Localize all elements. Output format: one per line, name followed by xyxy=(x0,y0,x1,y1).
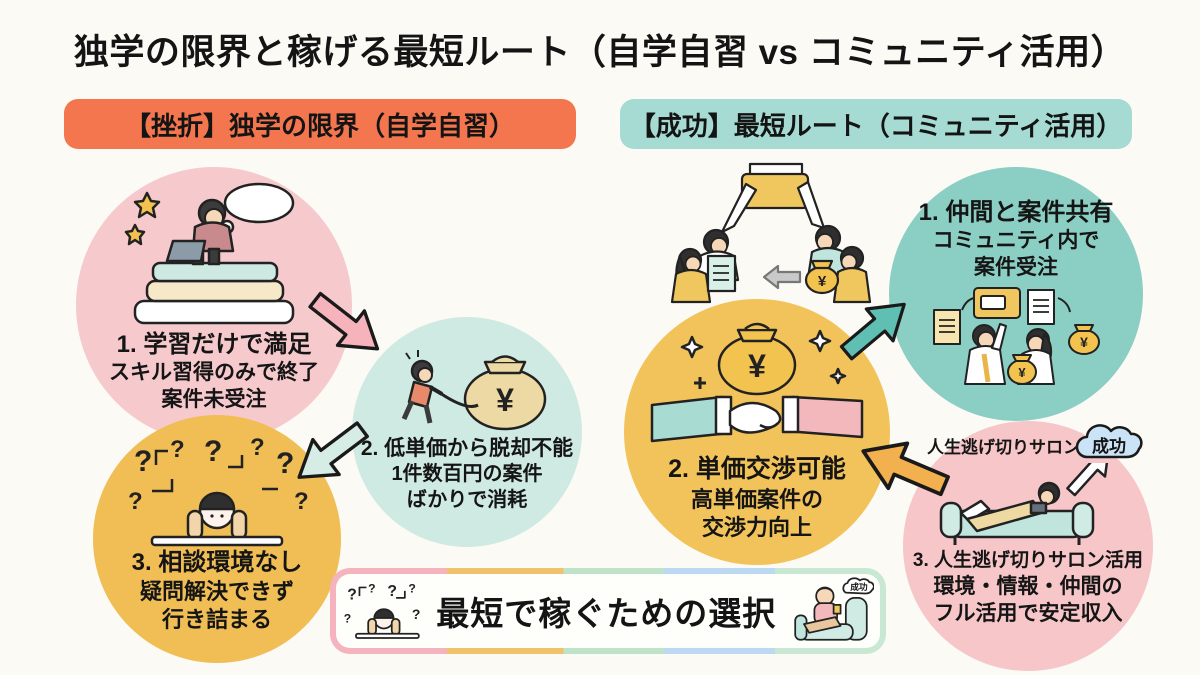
step-line: 行き詰まる xyxy=(161,607,272,633)
svg-text:¥: ¥ xyxy=(748,348,766,384)
cup-icon xyxy=(832,604,842,615)
pointing-man-icon xyxy=(964,322,1007,385)
svg-text:?: ? xyxy=(128,488,143,515)
handshake-icon xyxy=(650,395,864,443)
svg-text:¥: ¥ xyxy=(1080,334,1088,350)
step-title: 3. 人生逃げ切りサロン活用 xyxy=(912,550,1144,571)
svg-text:¥: ¥ xyxy=(496,382,514,418)
team-sharing-illustration: ¥ xyxy=(670,162,872,304)
right-section-header: 【成功】最短ルート（コミュニティ活用） xyxy=(620,99,1132,149)
step-title: 2. 単価交渉可能 xyxy=(668,455,846,483)
step-line: コミュニティ内で xyxy=(932,229,1100,253)
svg-text:?: ? xyxy=(204,435,222,468)
lying-person-icon xyxy=(965,481,1061,533)
step-title: 1. 学習だけで満足 xyxy=(116,331,312,358)
svg-text:?: ? xyxy=(134,445,152,478)
question-marks-icon: ? ? ? ? ? ? xyxy=(344,582,421,626)
step-line: 高単価案件の xyxy=(690,486,823,512)
money-bag-icon: ¥ xyxy=(463,355,547,431)
man-with-money-bag-icon: ¥ xyxy=(804,245,872,304)
study-on-books-illustration xyxy=(124,182,295,325)
step-line: 環境・情報・仲間の xyxy=(933,574,1123,598)
worried-person-illustration: ? ? ? ? ? ? ? xyxy=(128,434,309,547)
money-bag-icon: ¥ xyxy=(1068,323,1100,355)
arrow-step2-to-step3 xyxy=(280,406,381,501)
sparkle-icon xyxy=(680,335,704,359)
woman-with-bag-icon: ¥ xyxy=(1007,327,1055,385)
step-line: 案件受注 xyxy=(974,256,1058,280)
arrow-center-to-share xyxy=(827,281,924,375)
star-icon xyxy=(124,223,146,246)
svg-text:?: ? xyxy=(294,488,309,515)
pulling-person-icon xyxy=(401,350,444,424)
right-step-3-circle: 人生逃げ切りサロン 成功 xyxy=(903,421,1153,671)
bottom-banner: ? ? ? ? ? ? 最短で稼ぐための選択 xyxy=(330,568,886,654)
banner-title: 最短で稼ぐための選択 xyxy=(436,595,777,632)
relaxed-person-icon: 成功 xyxy=(794,577,874,641)
svg-text:?: ? xyxy=(387,583,397,600)
person-with-laptop-icon xyxy=(165,198,235,266)
page-title: 独学の限界と稼げる最短ルート（自学自習 vs コミュニティ活用） xyxy=(73,33,1127,72)
money-bag-icon: ¥ xyxy=(1007,353,1037,385)
money-bag-icon: ¥ xyxy=(717,322,797,396)
right-step-1-circle: 1. 仲間と案件共有 コミュニティ内で 案件受注 xyxy=(889,167,1143,421)
worried-person-icon: ? ? ? ? ? ? xyxy=(344,582,421,639)
svg-text:?: ? xyxy=(412,606,421,622)
step-title: 1. 仲間と案件共有 xyxy=(918,199,1114,226)
folder-icon xyxy=(973,286,1021,319)
left-step-2-circle: ¥ 2. 低単価から脱却不能 1件数百円の案件 ばかりで消耗 xyxy=(352,317,582,547)
salon-label: 人生逃げ切りサロン xyxy=(927,438,1080,457)
step-title: 3. 相談環境なし xyxy=(131,549,303,576)
step-line: 疑問解決できず xyxy=(139,579,294,605)
svg-text:成功: 成功 xyxy=(1092,436,1126,456)
sparkle-icon xyxy=(829,367,847,385)
arrow-step1-to-step2 xyxy=(297,277,398,373)
svg-text:?: ? xyxy=(276,447,294,480)
left-section-header: 【挫折】独学の限界（自学自習） xyxy=(64,99,576,149)
svg-text:?: ? xyxy=(347,587,357,604)
woman-with-document-icon xyxy=(670,247,737,304)
left-step-3-circle: ? ? ? ? ? ? ? xyxy=(93,415,341,663)
bottom-banner-inner: ? ? ? ? ? ? 最短で稼ぐための選択 xyxy=(336,574,880,648)
step-line: ばかりで消耗 xyxy=(406,488,528,511)
book-stack-icon xyxy=(133,261,295,325)
svg-text:¥: ¥ xyxy=(818,273,827,290)
right-step-2-circle: ¥ 2. 単価交渉可能 高単価案件の 交渉力向上 xyxy=(624,299,890,565)
sparkle-icon xyxy=(808,329,832,353)
relaxing-on-couch-illustration xyxy=(939,463,1110,545)
document-icon xyxy=(933,308,961,345)
svg-text:?: ? xyxy=(250,434,265,461)
head-in-hands-icon xyxy=(150,491,284,547)
growth-arrow-icon xyxy=(1066,463,1110,497)
svg-text:?: ? xyxy=(408,582,415,596)
svg-text:?: ? xyxy=(368,582,375,596)
svg-text:?: ? xyxy=(170,436,185,463)
success-cloud-icon: 成功 xyxy=(842,577,874,595)
handshake-money-illustration: ¥ xyxy=(650,322,864,443)
svg-text:成功: 成功 xyxy=(850,581,868,592)
step-line: 1件数百円の案件 xyxy=(391,463,543,486)
step-line: 案件未受注 xyxy=(161,388,267,412)
project-sharing-illustration: ¥ ¥ xyxy=(933,286,1100,385)
question-marks-icon: ? ? ? ? ? ? ? xyxy=(128,434,309,515)
transfer-arrow-icon xyxy=(762,264,802,290)
money-bag-icon: ¥ xyxy=(804,259,840,295)
svg-text:?: ? xyxy=(344,611,351,625)
sitting-person-icon xyxy=(803,586,842,634)
dragging-money-bag-illustration: ¥ xyxy=(401,350,547,431)
document-icon xyxy=(706,254,737,293)
left-step-1-circle: 1. 学習だけで満足 スキル習得のみで終了 案件未受注 xyxy=(76,167,352,443)
step-line: スキル習得のみで終了 xyxy=(109,361,319,385)
svg-text:¥: ¥ xyxy=(1018,365,1026,380)
arrow-salon-to-center xyxy=(846,421,960,515)
document-icon xyxy=(1027,288,1055,325)
success-cloud-icon: 成功 xyxy=(1075,424,1143,459)
star-icon xyxy=(133,191,161,219)
step-line: 交渉力向上 xyxy=(701,514,812,540)
step-line: フル活用で安定収入 xyxy=(933,601,1123,625)
step-title: 2. 低単価から脱却不能 xyxy=(360,437,574,460)
